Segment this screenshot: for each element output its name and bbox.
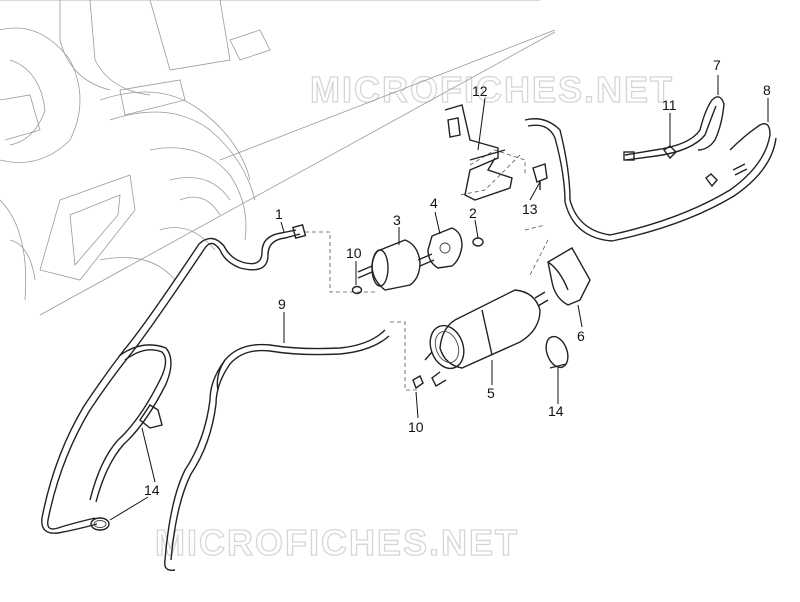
callout-1: 1 [275, 206, 283, 222]
callout-9: 9 [278, 296, 286, 312]
clip-10-lower [412, 375, 424, 390]
screw-13 [532, 163, 548, 190]
callout-7: 7 [713, 57, 721, 73]
hose-7 [623, 96, 725, 161]
clamp-14-left [90, 517, 110, 531]
watermark-top: MICROFICHES.NET [310, 69, 674, 110]
callout-2: 2 [469, 205, 477, 221]
callout-10-lower: 10 [408, 419, 424, 435]
callout-4: 4 [430, 195, 438, 211]
clip-11 [662, 145, 677, 160]
mounting-bracket-12 [444, 104, 513, 201]
callout-11: 11 [662, 97, 677, 113]
clamp-14-right [545, 335, 569, 369]
pump-mount-6 [547, 247, 591, 306]
leader-lines [109, 75, 769, 521]
bracket-4 [427, 227, 463, 269]
callout-14-left: 14 [144, 482, 160, 498]
clip-14-upper [139, 404, 163, 429]
callout-6: 6 [577, 328, 585, 344]
clip-8 [705, 173, 718, 188]
callout-10-upper: 10 [346, 245, 362, 261]
callout-labels: 1 2 3 4 5 6 7 8 9 10 10 11 12 13 14 14 [144, 57, 771, 498]
callout-3: 3 [393, 212, 401, 228]
hose-8 [524, 118, 777, 242]
watermark-bottom: MICROFICHES.NET [155, 522, 519, 563]
fuel-pump-5 [424, 289, 549, 387]
hose-1 [41, 224, 307, 534]
vehicle-frame-background [0, 0, 556, 316]
callout-14-right: 14 [548, 403, 564, 419]
callout-8: 8 [763, 82, 771, 98]
clip-10-upper [351, 285, 363, 295]
hose-9 [164, 329, 390, 571]
callout-5: 5 [487, 385, 495, 401]
clamp-2 [472, 237, 484, 247]
callout-12: 12 [472, 83, 488, 99]
fuel-filter-3 [357, 239, 435, 291]
hose-branch-left [89, 344, 172, 503]
callout-13: 13 [522, 201, 538, 217]
